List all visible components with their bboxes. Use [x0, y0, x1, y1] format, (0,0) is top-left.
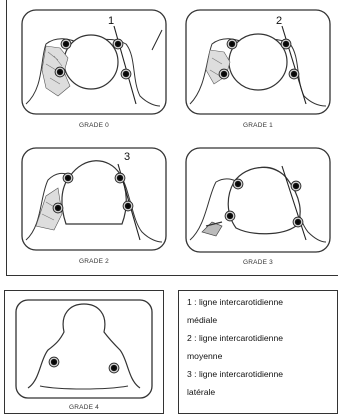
grade-2-carotid-dot: [53, 203, 63, 213]
grade-4-diagram: [16, 300, 152, 398]
grade-0-caption: GRADE 0: [72, 122, 116, 129]
grade-0-pituitary-mass: [64, 35, 118, 89]
grade-3-caption: GRADE 3: [236, 259, 280, 266]
grade-1-carotid-dot: [219, 69, 229, 79]
grade-1-carotid-dot: [227, 39, 237, 49]
grade-4-carotid-dot: [109, 363, 119, 373]
grade-3-diagram: [186, 148, 330, 252]
grade-2-carotid-dot: [123, 201, 133, 211]
grade-2-carotid-dot: [115, 173, 125, 183]
grade-4-carotid-dot: [49, 357, 59, 367]
grade-1-carotid-dot: [289, 69, 299, 79]
grade-0-carotid-dot: [55, 67, 65, 77]
grade-0-marker: 1: [108, 15, 114, 27]
grade-1-cavernous-sinus-left: [206, 50, 230, 84]
grade-1-marker: 2: [276, 15, 282, 27]
grade-1-pituitary-mass: [229, 34, 287, 90]
grade-3-carotid-dot: [233, 179, 243, 189]
grade-3-carotid-dot: [291, 181, 301, 191]
grade-0-edge-mark: [152, 30, 162, 50]
grade-0-carotid-dot: [121, 69, 131, 79]
grade-3-carotid-dot: [225, 211, 235, 221]
grade-4-caption: GRADE 4: [62, 404, 106, 411]
grade-2-marker: 3: [124, 151, 130, 163]
grade-2-carotid-dot: [63, 173, 73, 183]
grade-0-carotid-dot: [61, 39, 71, 49]
grade-1-caption: GRADE 1: [236, 122, 280, 129]
grade-1-carotid-dot: [281, 39, 291, 49]
grade-3-carotid-dot: [293, 217, 303, 227]
grade-3-pituitary-mass: [228, 167, 300, 233]
grade-2-pituitary-mass: [62, 161, 126, 224]
grade-2-caption: GRADE 2: [72, 258, 116, 265]
grade-4-pituitary-mass: [28, 304, 140, 388]
grade-2-diagram: 3: [22, 148, 166, 250]
grade-0-carotid-dot: [113, 39, 123, 49]
grade-1-diagram: 2: [186, 10, 330, 114]
grade-0-diagram: 1: [22, 10, 166, 114]
